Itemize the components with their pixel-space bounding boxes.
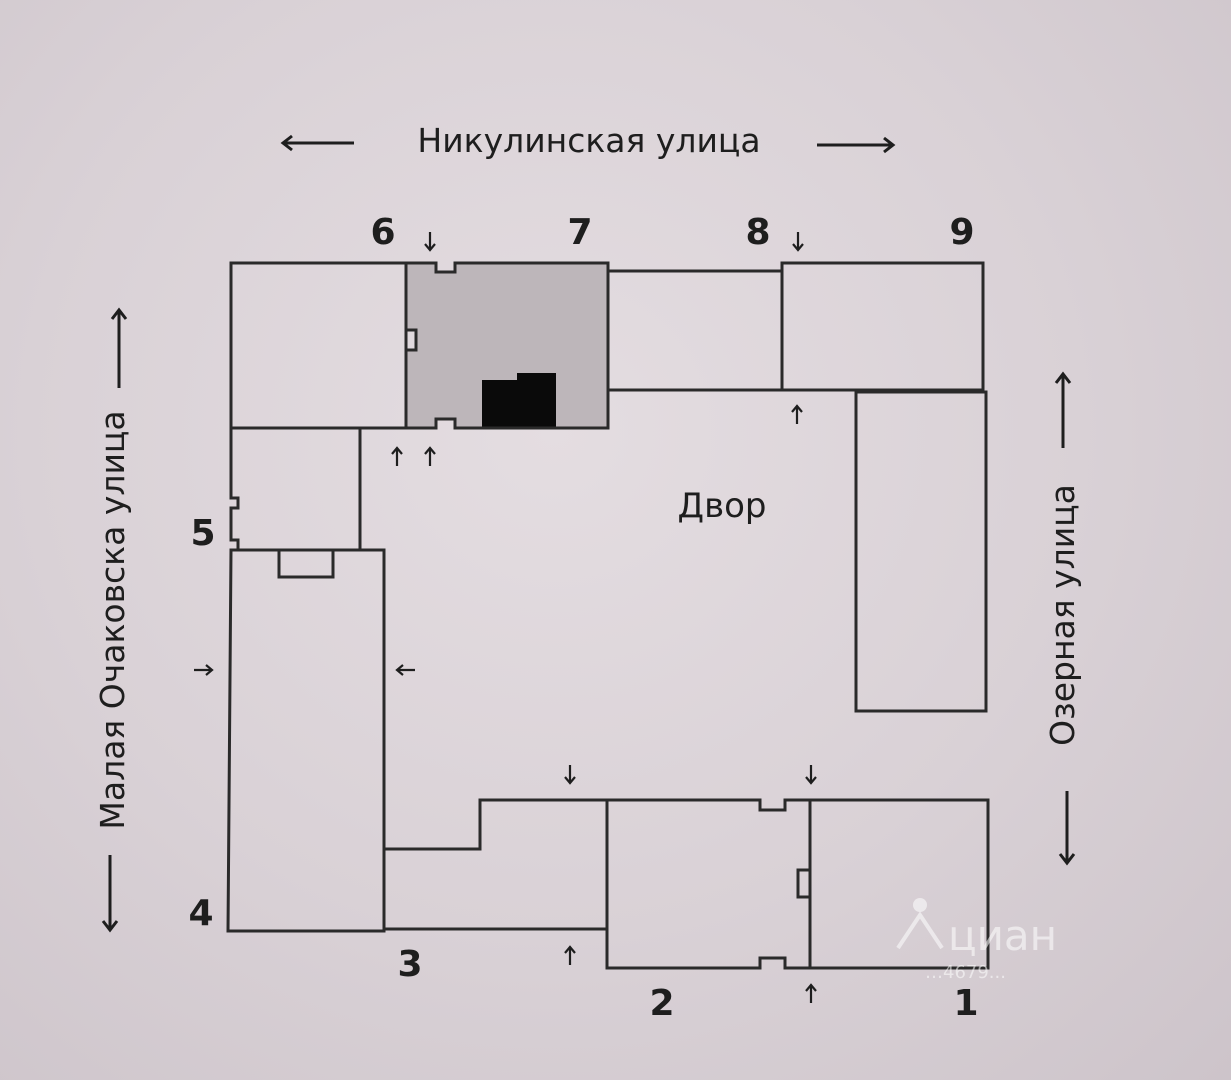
watermark-logo-icon — [896, 898, 944, 950]
street-arrows — [101, 134, 1076, 933]
arrow-right-icon — [817, 136, 896, 154]
building-number-6: 6 — [370, 212, 395, 253]
highlighted-building — [406, 263, 608, 428]
arrow-down-icon — [101, 855, 119, 933]
watermark: циан …4679... — [896, 898, 1057, 983]
arrow-up-icon — [110, 307, 128, 388]
arrow-down-icon — [1058, 791, 1076, 866]
yard-label: Двор — [678, 486, 767, 526]
entrance-arrow-up-icon — [791, 404, 803, 424]
arrow-up-icon — [1054, 371, 1072, 448]
entrance-arrow-up-icon — [424, 446, 436, 466]
building-number-9: 9 — [949, 212, 974, 253]
building-numbers: 1 2 3 4 5 6 7 8 9 — [188, 212, 978, 1024]
street-label-west: Малая Очаковска улица — [93, 410, 132, 829]
building-number-7: 7 — [567, 212, 592, 253]
entrance-arrow-down-icon — [424, 232, 436, 252]
entrance-arrow-up-icon — [391, 446, 403, 466]
watermark-brand: циан — [948, 911, 1057, 960]
building-number-5: 5 — [190, 513, 215, 554]
street-label-north: Никулинская улица — [417, 121, 760, 160]
entrance-arrow-left-icon — [395, 664, 415, 676]
building-number-3: 3 — [397, 944, 422, 985]
building-number-8: 8 — [745, 212, 770, 253]
entrance-arrow-up-icon — [564, 945, 576, 965]
entrance-arrows — [194, 232, 817, 1003]
watermark-code: …4679... — [925, 962, 1006, 983]
building-number-1: 1 — [953, 983, 978, 1024]
entrance-arrow-down-icon — [792, 232, 804, 252]
entrance-arrow-down-icon — [564, 765, 576, 785]
entrance-arrow-up-icon — [805, 983, 817, 1003]
street-label-east: Озерная улица — [1043, 484, 1082, 746]
buildings — [226, 261, 990, 970]
building-number-2: 2 — [649, 983, 674, 1024]
entrance-arrow-down-icon — [805, 765, 817, 785]
entrance-arrow-right-icon — [194, 664, 214, 676]
building-number-4: 4 — [188, 893, 213, 934]
arrow-left-icon — [280, 134, 354, 152]
black-block — [482, 373, 556, 428]
